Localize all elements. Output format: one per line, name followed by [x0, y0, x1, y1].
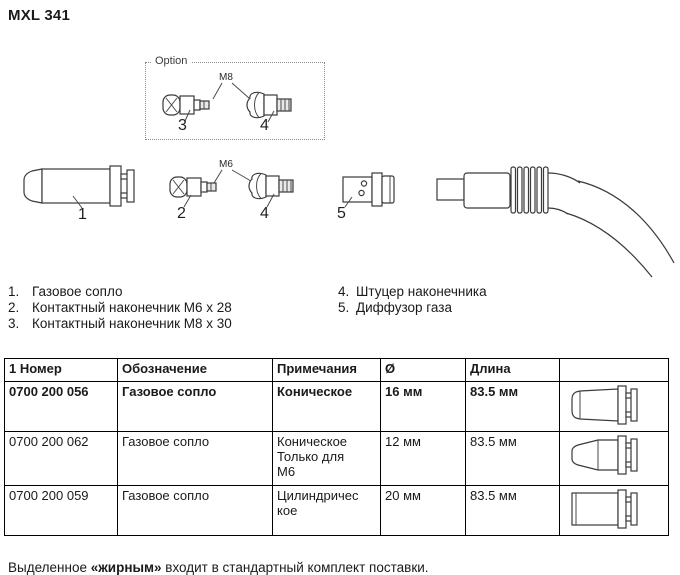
callout-3-leader: [184, 109, 191, 122]
callout-1-leader: [72, 195, 83, 209]
list-item-number: 2.: [8, 300, 20, 315]
cell-diameter: 16 мм: [380, 381, 466, 432]
contact-tip-m8-drawing: [162, 94, 210, 116]
m8-leader-left: [212, 82, 223, 100]
column-header-number: 1 Номер: [4, 358, 118, 382]
nozzle-cylindrical-icon: [571, 489, 638, 529]
list-item-number: 1.: [8, 284, 20, 299]
list-item-label: Диффузор газа: [356, 300, 452, 315]
footnote-suffix: входит в стандартный комплект поставки.: [161, 559, 429, 575]
contact-tip-m6-drawing: [169, 176, 217, 198]
column-header-diameter: Ø: [380, 358, 466, 382]
callout-5-leader: [344, 196, 353, 208]
cell-notes: Цилиндричес кое: [272, 485, 381, 536]
list-item-label: Газовое сопло: [32, 284, 123, 299]
exploded-view-diagram: Option: [0, 55, 680, 283]
tip-holder-option-drawing: [246, 91, 292, 119]
footnote: Выделенное «жирным» входит в стандартный…: [8, 560, 429, 575]
option-box-label: Option: [151, 55, 192, 67]
callout-4: 4: [260, 205, 269, 222]
cell-length: 83.5 мм: [465, 485, 560, 536]
spec-table: 1 Номер Обозначение Примечания Ø Длина 0…: [4, 358, 669, 536]
column-header-icon: [559, 358, 669, 382]
callout-1: 1: [78, 206, 87, 223]
cell-number: 0700 200 056: [4, 381, 118, 432]
cell-designation: Газовое сопло: [117, 485, 273, 536]
list-item-label: Контактный наконечник M6 x 28: [32, 300, 232, 315]
list-item-number: 5.: [338, 300, 350, 315]
footnote-prefix: Выделенное: [8, 559, 91, 575]
callout-5: 5: [337, 205, 346, 222]
gas-nozzle-drawing: [23, 165, 135, 207]
list-item: 1. Газовое сопло: [8, 284, 328, 300]
cell-diameter: 20 мм: [380, 485, 466, 536]
nozzle-conical-slight-icon: [571, 385, 638, 425]
cell-number: 0700 200 062: [4, 431, 118, 486]
list-item-label: Штуцер наконечника: [356, 284, 487, 299]
m8-leader-right: [231, 82, 251, 100]
m6-leader-right: [231, 169, 252, 182]
list-item-number: 4.: [338, 284, 350, 299]
m6-leader-left: [213, 169, 223, 184]
cell-notes: Коническое Только для М6: [272, 431, 381, 486]
cell-designation: Газовое сопло: [117, 431, 273, 486]
parts-list-left-column: 1. Газовое сопло 2. Контактный наконечни…: [8, 284, 328, 332]
table-row: 0700 200 062 Газовое сопло Коническое То…: [4, 431, 669, 486]
parts-list-right-column: 4. Штуцер наконечника 5. Диффузор газа: [338, 284, 658, 316]
callout-4-leader: [266, 193, 275, 208]
list-item-number: 3.: [8, 316, 20, 331]
footnote-bold-term: «жирным»: [90, 559, 162, 575]
cell-length: 83.5 мм: [465, 431, 560, 486]
cell-diameter: 12 мм: [380, 431, 466, 486]
page-title: MXL 341: [8, 7, 70, 24]
list-item: 2. Контактный наконечник M6 x 28: [8, 300, 328, 316]
cell-length: 83.5 мм: [465, 381, 560, 432]
column-header-designation: Обозначение: [117, 358, 273, 382]
nozzle-conical-icon: [571, 435, 638, 475]
torch-parts-drawing: [23, 82, 675, 278]
table-row: 0700 200 059 Газовое сопло Цилиндричес к…: [4, 485, 669, 536]
cell-notes: Коническое: [272, 381, 381, 432]
list-item-label: Контактный наконечник M8 x 30: [32, 316, 232, 331]
callout-4-option-leader: [267, 110, 275, 123]
table-header-row: 1 Номер Обозначение Примечания Ø Длина: [4, 358, 669, 382]
gas-diffuser-drawing: [342, 172, 395, 207]
list-item: 4. Штуцер наконечника: [338, 284, 658, 300]
option-box: Option: [145, 55, 325, 140]
column-header-notes: Примечания: [272, 358, 381, 382]
callout-3: 3: [178, 117, 187, 134]
cell-nozzle-image: [559, 381, 669, 432]
m8-thread-label: M8: [219, 72, 233, 83]
callout-2-leader: [183, 194, 192, 208]
cell-nozzle-image: [559, 485, 669, 536]
column-header-length: Длина: [465, 358, 560, 382]
cell-number: 0700 200 059: [4, 485, 118, 536]
m6-thread-label: M6: [219, 159, 233, 170]
cell-nozzle-image: [559, 431, 669, 486]
list-item: 5. Диффузор газа: [338, 300, 658, 316]
tip-holder-drawing: [248, 172, 294, 200]
cell-designation: Газовое сопло: [117, 381, 273, 432]
callout-2: 2: [177, 205, 186, 222]
table-row: 0700 200 056 Газовое сопло Коническое 16…: [4, 381, 669, 432]
callout-4-option: 4: [260, 117, 269, 134]
list-item: 3. Контактный наконечник M8 x 30: [8, 316, 328, 332]
torch-body-drawing: [436, 166, 675, 278]
